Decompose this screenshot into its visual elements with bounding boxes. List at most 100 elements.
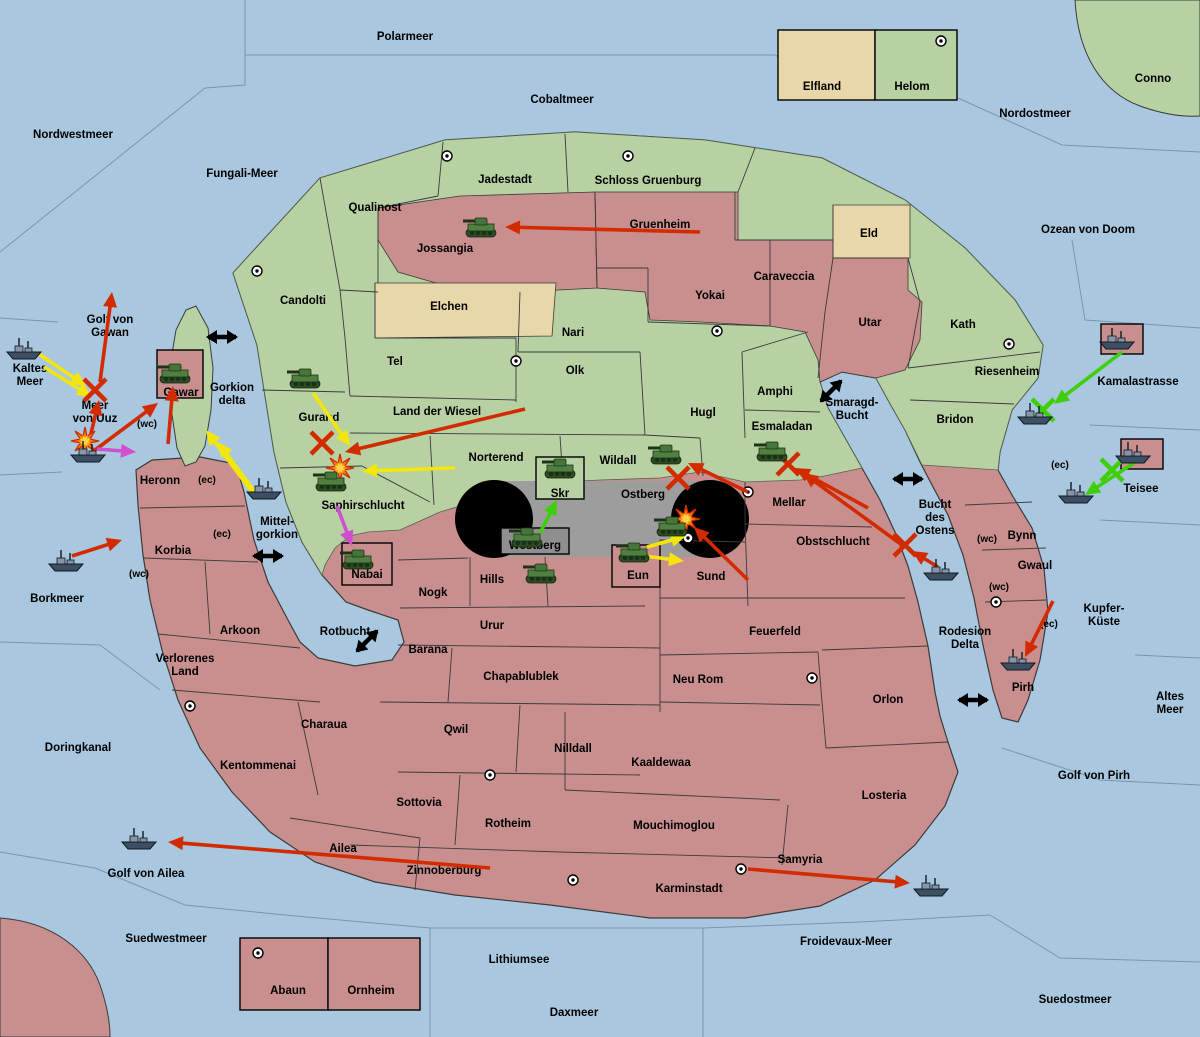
territory-label-yokai[interactable]: Yokai bbox=[695, 290, 725, 302]
territory-label-charaua[interactable]: Charaua bbox=[301, 719, 348, 731]
sea-label-nordwestmeer[interactable]: Nordwestmeer bbox=[33, 129, 113, 141]
sea-label-daxmeer[interactable]: Daxmeer bbox=[550, 1007, 599, 1019]
territory-label-jossangia[interactable]: Jossangia bbox=[417, 243, 474, 255]
strait-crossing-icon[interactable] bbox=[252, 549, 284, 563]
territory-label-barana[interactable]: Barana bbox=[409, 644, 449, 656]
sea-label-kamalastrasse[interactable]: Kamalastrasse bbox=[1097, 376, 1178, 388]
sea-label-borkmeer[interactable]: Borkmeer bbox=[30, 593, 84, 605]
sea-label-smaragd-bucht[interactable]: Smaragd-Bucht bbox=[825, 397, 878, 422]
territory-label-zinnoberburg[interactable]: Zinnoberburg bbox=[407, 865, 482, 877]
territory-label-norterend[interactable]: Norterend bbox=[469, 452, 524, 464]
territory-label-olk[interactable]: Olk bbox=[566, 365, 585, 377]
territory-label-ostberg[interactable]: Ostberg bbox=[621, 489, 665, 501]
territory-label-teisee[interactable]: Teisee bbox=[1124, 483, 1159, 495]
territory-label-candolti[interactable]: Candolti bbox=[280, 295, 326, 307]
territory-label-esmaladan[interactable]: Esmaladan bbox=[752, 421, 813, 433]
territory-label-rotheim[interactable]: Rotheim bbox=[485, 818, 531, 830]
abaun-box[interactable] bbox=[239, 937, 329, 1011]
territory-label-helom[interactable]: Helom bbox=[894, 81, 929, 93]
sea-label-fungali-meer[interactable]: Fungali-Meer bbox=[206, 168, 278, 180]
territory-label-orlon[interactable]: Orlon bbox=[873, 694, 904, 706]
territory-label-amphi[interactable]: Amphi bbox=[757, 386, 793, 398]
sea-label-kupfer-k-ste[interactable]: Kupfer-Küste bbox=[1084, 603, 1125, 628]
territory-label-hugl[interactable]: Hugl bbox=[690, 407, 716, 419]
strait-crossing-icon[interactable] bbox=[206, 330, 238, 344]
ship-unit[interactable] bbox=[120, 828, 158, 850]
sea-label-nordostmeer[interactable]: Nordostmeer bbox=[999, 108, 1071, 120]
territory-label-kath[interactable]: Kath bbox=[950, 319, 976, 331]
tank-unit[interactable] bbox=[287, 368, 321, 389]
territory-label-gruenheim[interactable]: Gruenheim bbox=[630, 219, 691, 231]
territory-label-mouchimoglou[interactable]: Mouchimoglou bbox=[633, 820, 715, 832]
tank-unit[interactable] bbox=[648, 444, 682, 465]
tank-unit[interactable] bbox=[340, 549, 374, 570]
territory-label-jadestadt[interactable]: Jadestadt bbox=[478, 174, 532, 186]
territory-label-losteria[interactable]: Losteria bbox=[862, 790, 907, 802]
territory-label-eld[interactable]: Eld bbox=[860, 228, 878, 240]
territory-label-riesenheim[interactable]: Riesenheim bbox=[975, 366, 1040, 378]
territory-label-samyria[interactable]: Samyria bbox=[778, 854, 823, 866]
territory-label-korbia[interactable]: Korbia bbox=[155, 545, 192, 557]
territory-label-bridon[interactable]: Bridon bbox=[936, 414, 973, 426]
elfland-box[interactable] bbox=[777, 29, 876, 101]
tank-unit[interactable] bbox=[509, 527, 543, 548]
sea-label-golf-von-pirh[interactable]: Golf von Pirh bbox=[1058, 770, 1130, 782]
ornheim-box[interactable] bbox=[327, 937, 421, 1011]
sea-label-mittel-gorkion[interactable]: Mittel-gorkion bbox=[256, 516, 298, 541]
territory-label-heronn[interactable]: Heronn bbox=[140, 475, 180, 487]
strait-crossing-icon[interactable] bbox=[957, 693, 989, 707]
territory-label-abaun[interactable]: Abaun bbox=[270, 985, 306, 997]
territory-label-qwil[interactable]: Qwil bbox=[444, 724, 468, 736]
territory-label-utar[interactable]: Utar bbox=[858, 317, 882, 329]
tank-unit[interactable] bbox=[463, 217, 497, 238]
sea-label-ozean-von-doom[interactable]: Ozean von Doom bbox=[1041, 224, 1135, 236]
territory-label-saphirschlucht[interactable]: Saphirschlucht bbox=[321, 500, 404, 512]
tank-unit[interactable] bbox=[157, 363, 191, 384]
eun-box[interactable] bbox=[611, 544, 661, 588]
territory-label-ornheim[interactable]: Ornheim bbox=[347, 985, 394, 997]
territory-label-land-der-wiesel[interactable]: Land der Wiesel bbox=[393, 406, 481, 418]
sea-label-polarmeer[interactable]: Polarmeer bbox=[377, 31, 434, 43]
territory-label-urur[interactable]: Urur bbox=[480, 620, 505, 632]
ship-unit[interactable] bbox=[1016, 403, 1054, 425]
territory-label-kentommenai[interactable]: Kentommenai bbox=[220, 760, 296, 772]
ship-unit[interactable] bbox=[47, 550, 85, 572]
territory-label-wildall[interactable]: Wildall bbox=[600, 455, 637, 467]
ship-unit[interactable] bbox=[912, 875, 950, 897]
territory-label-elchen[interactable]: Elchen bbox=[430, 301, 468, 313]
territory-label-feuerfeld[interactable]: Feuerfeld bbox=[749, 626, 801, 638]
ship-unit[interactable] bbox=[69, 441, 107, 463]
territory-label-sottovia[interactable]: Sottovia bbox=[396, 797, 442, 809]
sea-label-doringkanal[interactable]: Doringkanal bbox=[45, 742, 111, 754]
territory-label-ailea[interactable]: Ailea bbox=[329, 843, 357, 855]
sea-label-froidevaux-meer[interactable]: Froidevaux-Meer bbox=[800, 936, 893, 948]
tank-unit[interactable] bbox=[523, 563, 557, 584]
territory-label-nilldall[interactable]: Nilldall bbox=[554, 743, 592, 755]
territory-label-schloss-gruenburg[interactable]: Schloss Gruenburg bbox=[595, 175, 702, 187]
strait-crossing-icon[interactable] bbox=[351, 625, 384, 658]
ship-unit[interactable] bbox=[999, 649, 1037, 671]
tank-unit[interactable] bbox=[616, 542, 650, 563]
ship-unit[interactable] bbox=[1057, 482, 1095, 504]
sea-label-cobaltmeer[interactable]: Cobaltmeer bbox=[530, 94, 594, 106]
sea-label-golf-von-ailea[interactable]: Golf von Ailea bbox=[108, 868, 185, 880]
territory-label-nogk[interactable]: Nogk bbox=[419, 587, 448, 599]
territory-label-nabai[interactable]: Nabai bbox=[351, 569, 382, 581]
sea-label-lithiumsee[interactable]: Lithiumsee bbox=[489, 954, 550, 966]
ship-unit[interactable] bbox=[922, 559, 960, 581]
sea-label-suedwestmeer[interactable]: Suedwestmeer bbox=[125, 933, 207, 945]
ship-unit[interactable] bbox=[1114, 442, 1152, 464]
territory-label-kaaldewaa[interactable]: Kaaldewaa bbox=[631, 757, 691, 769]
territory-label-tel[interactable]: Tel bbox=[387, 356, 403, 368]
territory-label-sund[interactable]: Sund bbox=[697, 571, 726, 583]
territory-label-bynn[interactable]: Bynn bbox=[1008, 530, 1037, 542]
territory-label-pirh[interactable]: Pirh bbox=[1012, 682, 1034, 694]
territory-label-elfland[interactable]: Elfland bbox=[803, 81, 841, 93]
territory-label-chapablublek[interactable]: Chapablublek bbox=[483, 671, 559, 683]
tank-unit[interactable] bbox=[654, 516, 688, 537]
